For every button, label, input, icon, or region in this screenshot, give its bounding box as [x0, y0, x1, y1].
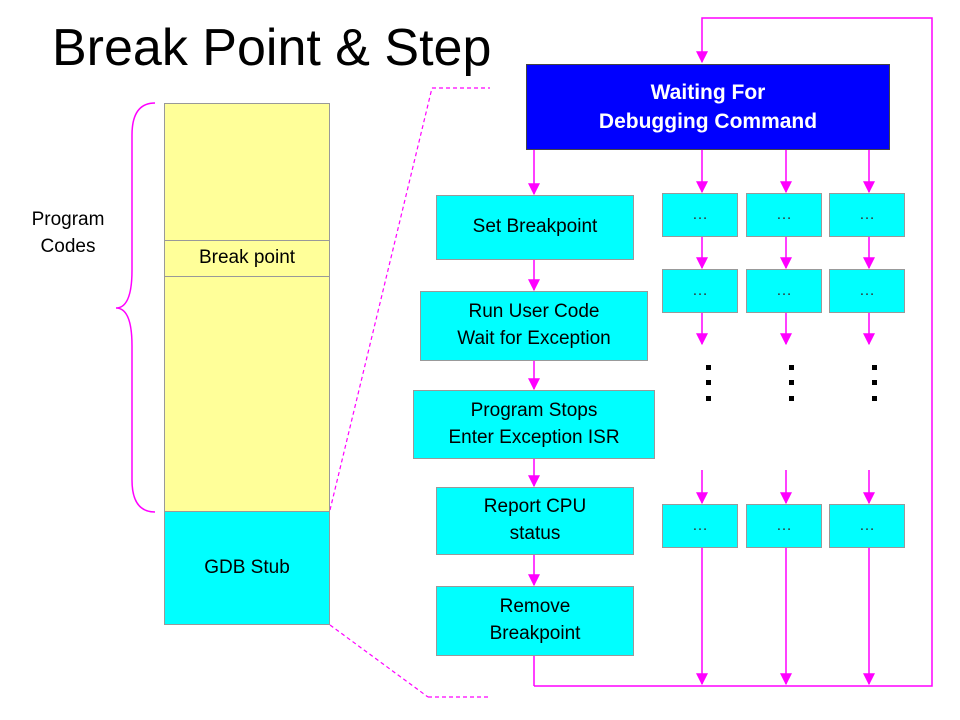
- page-title: Break Point & Step: [52, 19, 492, 77]
- ellipsis-box: …: [746, 504, 822, 548]
- dot: [872, 396, 877, 401]
- run-user-code-box: Run User Code Wait for Exception: [420, 291, 648, 361]
- waiting-for-command-box: Waiting For Debugging Command: [526, 64, 890, 150]
- program-code-lower: [164, 276, 330, 512]
- break-point-block: Break point: [164, 240, 330, 277]
- zoom-line-bottom: [329, 624, 429, 698]
- program-codes-label: Program Codes: [31, 209, 105, 257]
- ellipsis-box: …: [829, 193, 905, 237]
- program-codes-brace: [115, 102, 156, 513]
- zoom-line-top: [329, 87, 433, 511]
- report-cpu-status-box: Report CPU status: [436, 487, 634, 555]
- dot: [872, 365, 877, 370]
- ellipsis-box: …: [746, 193, 822, 237]
- dot: [789, 396, 794, 401]
- ellipsis-box: …: [662, 504, 738, 548]
- dot: [789, 365, 794, 370]
- program-code-upper: [164, 103, 330, 241]
- dot: [872, 380, 877, 385]
- gdb-stub-block: GDB Stub: [164, 511, 330, 625]
- ellipsis-box: …: [662, 193, 738, 237]
- dot: [706, 365, 711, 370]
- program-stops-box: Program Stops Enter Exception ISR: [413, 390, 655, 459]
- remove-breakpoint-box: Remove Breakpoint: [436, 586, 634, 656]
- dot: [706, 380, 711, 385]
- dot: [789, 380, 794, 385]
- return-loop: [534, 17, 933, 687]
- ellipsis-box: …: [746, 269, 822, 313]
- ellipsis-box: …: [829, 269, 905, 313]
- dot: [706, 396, 711, 401]
- set-breakpoint-box: Set Breakpoint: [436, 195, 634, 260]
- ellipsis-box: …: [662, 269, 738, 313]
- ellipsis-box: …: [829, 504, 905, 548]
